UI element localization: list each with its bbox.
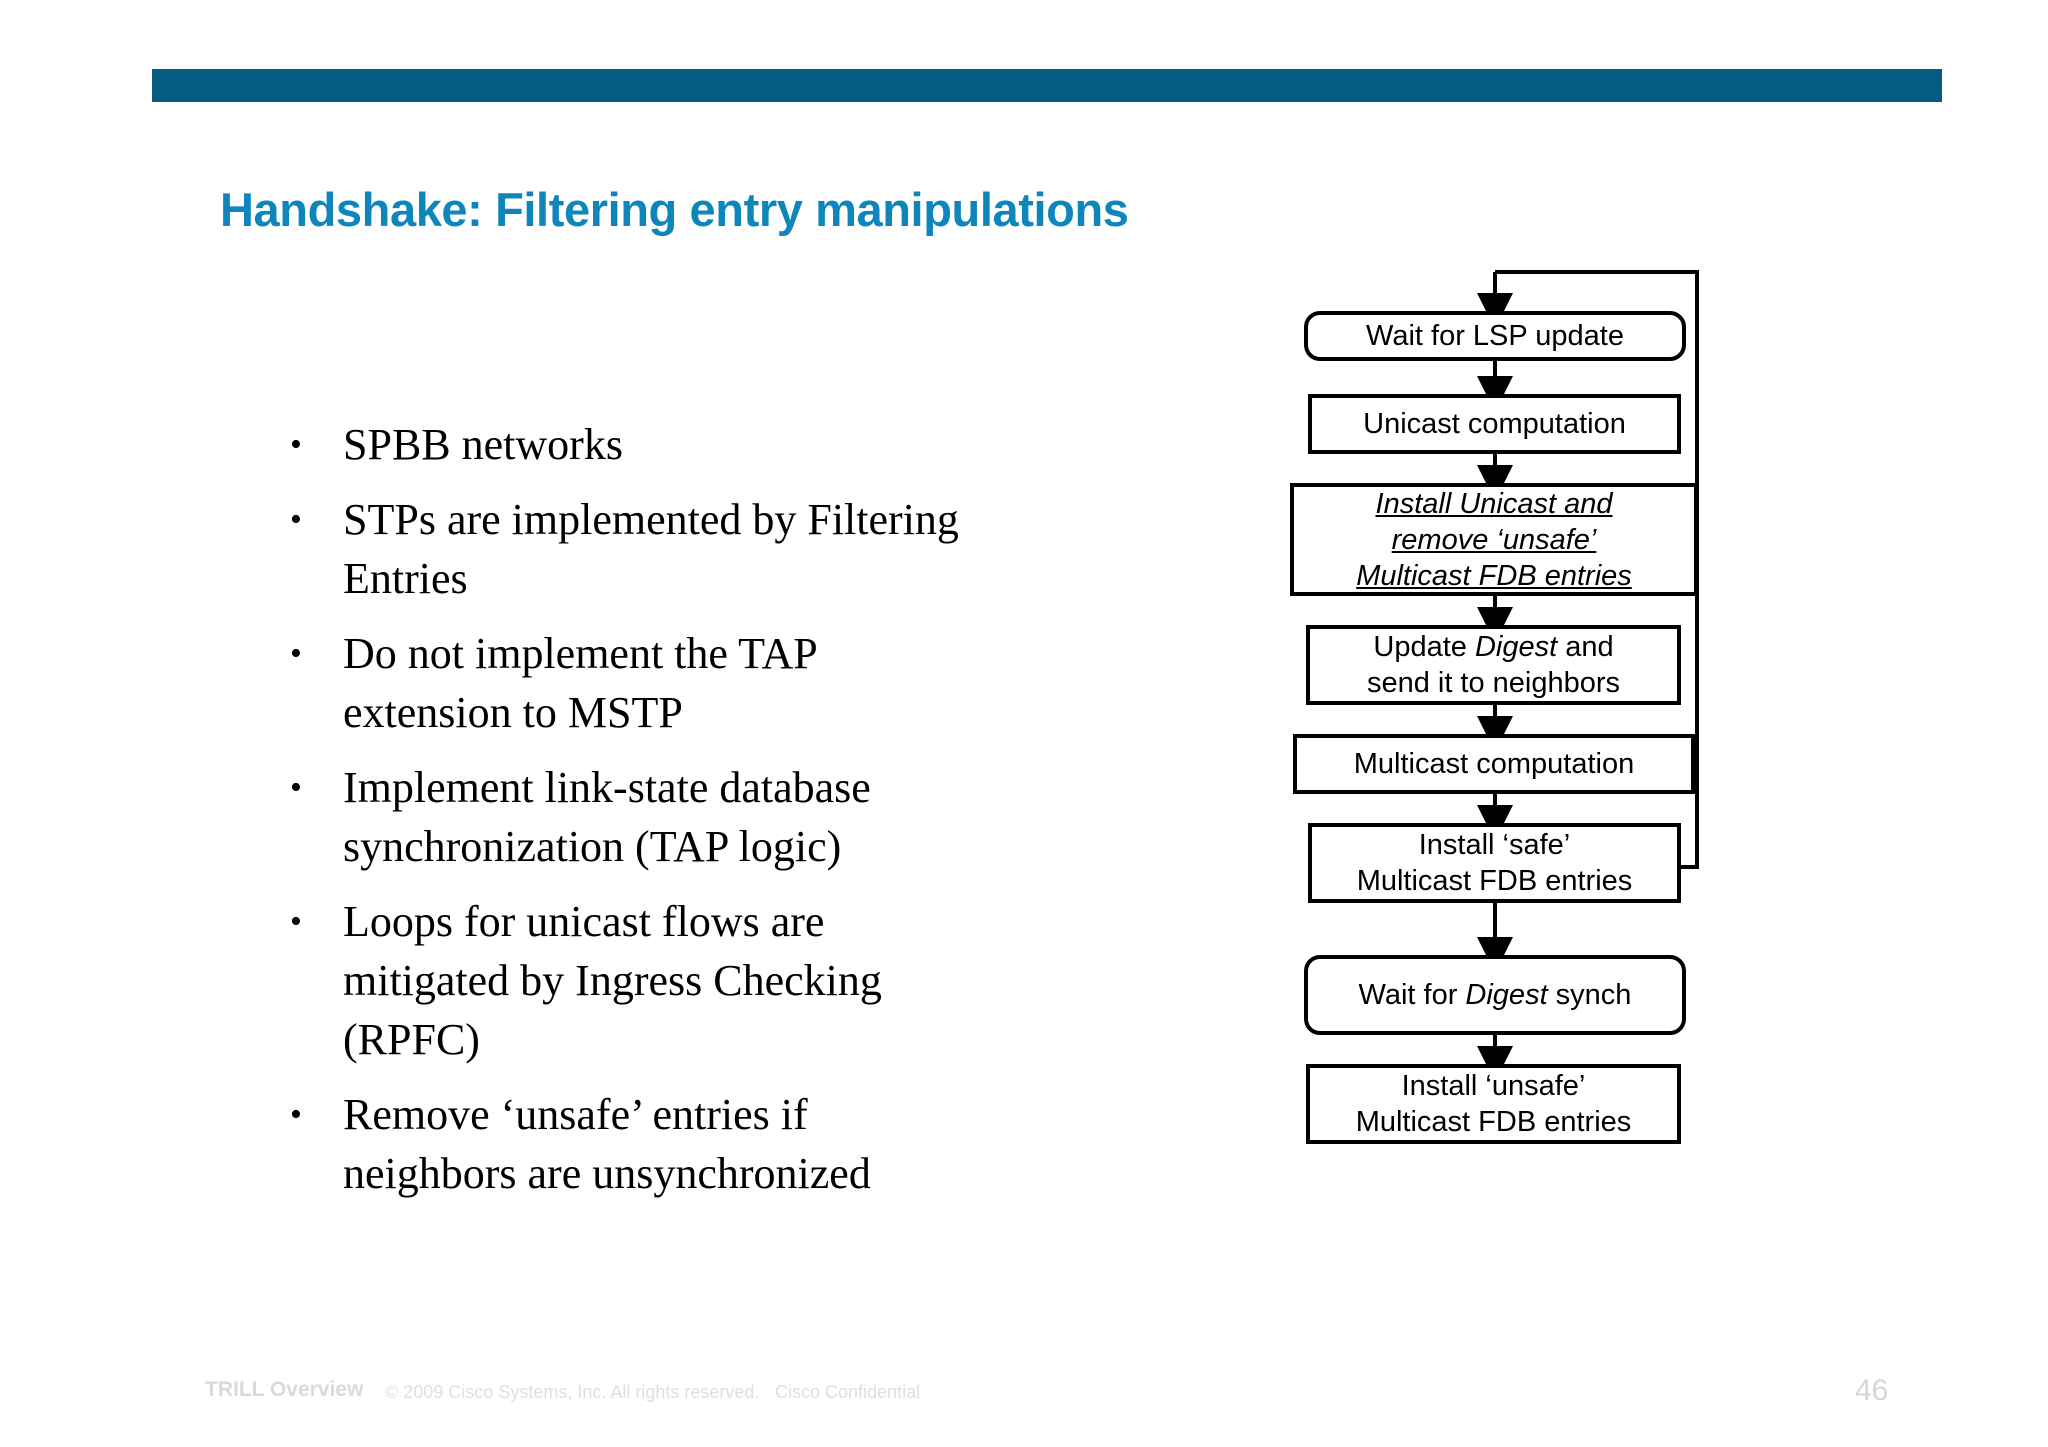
flow-node-label-text: Update — [1373, 631, 1475, 663]
list-item-label: Do not implement the TAP extension to MS… — [343, 629, 817, 737]
bullet-point-icon: • — [290, 501, 302, 538]
footer-confidential-label: Cisco Confidential — [775, 1382, 921, 1402]
flow-node-label-line-2: remove ‘unsafe’ — [1391, 523, 1597, 556]
top-accent-bar — [152, 69, 1942, 102]
bullet-point-icon: • — [290, 903, 302, 940]
bullet-point-icon: • — [290, 426, 302, 463]
list-item: • Loops for unicast flows are mitigated … — [272, 892, 972, 1069]
flow-node-label-line-1: Wait for Digest synch — [1359, 977, 1632, 1013]
flow-node-label-line-1: Update Digest and — [1373, 629, 1613, 665]
flow-node-label: Unicast computation — [1363, 408, 1626, 440]
flow-node-wait-digest-synch[interactable]: Wait for Digest synch — [1304, 955, 1686, 1035]
list-item: • Implement link-state database synchron… — [272, 758, 972, 876]
bullet-point-icon: • — [290, 1096, 302, 1133]
flow-node-label-line-1: Install ‘safe’ — [1418, 829, 1571, 861]
footer-brand-label: TRILL Overview — [205, 1378, 364, 1401]
flow-node-label: Wait for LSP update — [1366, 320, 1624, 352]
footer-copyright-label: © 2009 Cisco Systems, Inc. All rights re… — [385, 1382, 760, 1402]
flowchart-diagram: Wait for LSP update Unicast computation … — [1290, 255, 1730, 1235]
page-title: Handshake: Filtering entry manipulations — [220, 183, 1129, 236]
flow-node-label-line-3: Multicast FDB entries — [1356, 559, 1632, 592]
flow-node-label-line-1: Install ‘unsafe’ — [1401, 1070, 1586, 1102]
flow-node-label-line-1: Install Unicast and — [1375, 487, 1613, 520]
flow-node-label-text-2: and — [1557, 631, 1614, 663]
list-item-label: STPs are implemented by Filtering Entrie… — [343, 495, 959, 603]
list-item: • Remove ‘unsafe’ entries if neighbors a… — [272, 1085, 972, 1203]
bullet-point-icon: • — [290, 769, 302, 806]
flow-node-label-text: Wait for — [1358, 979, 1466, 1011]
list-item-label: Remove ‘unsafe’ entries if neighbors are… — [343, 1090, 871, 1198]
flow-node-label-emphasis: Digest — [1465, 979, 1548, 1011]
bullet-list: • SPBB networks • STPs are implemented b… — [272, 415, 972, 1219]
flow-node-install-unsafe-multicast[interactable]: Install ‘unsafe’ Multicast FDB entries — [1306, 1064, 1681, 1144]
page-number-label: 46 — [1855, 1374, 1889, 1407]
bullet-point-icon: • — [290, 635, 302, 672]
list-item-label: Implement link-state database synchroniz… — [343, 763, 871, 871]
slide-footer: TRILL Overview © 2009 Cisco Systems, Inc… — [0, 1374, 2048, 1418]
flow-node-label-line-2: send it to neighbors — [1366, 667, 1621, 699]
flow-node-label-line-2: Multicast FDB entries — [1355, 1106, 1632, 1138]
list-item-label: SPBB networks — [343, 420, 623, 469]
flow-node-install-safe-multicast[interactable]: Install ‘safe’ Multicast FDB entries — [1308, 823, 1681, 903]
flow-node-label-text-2: synch — [1547, 979, 1632, 1011]
list-item: • SPBB networks — [272, 415, 972, 474]
flow-node-label-line-2: Multicast FDB entries — [1356, 865, 1633, 897]
list-item-label: Loops for unicast flows are mitigated by… — [343, 897, 882, 1064]
list-item: • STPs are implemented by Filtering Entr… — [272, 490, 972, 608]
flow-node-label-emphasis: Digest — [1474, 631, 1558, 663]
flow-node-unicast-computation[interactable]: Unicast computation — [1308, 394, 1681, 454]
flow-node-multicast-computation[interactable]: Multicast computation — [1293, 734, 1695, 794]
flow-node-update-digest[interactable]: Update Digest and send it to neighbors — [1306, 625, 1681, 705]
flow-node-label: Multicast computation — [1353, 748, 1635, 780]
flow-node-install-unicast-remove-unsafe[interactable]: Install Unicast and remove ‘unsafe’ Mult… — [1290, 483, 1698, 596]
flow-node-wait-lsp-update[interactable]: Wait for LSP update — [1304, 311, 1686, 361]
list-item: • Do not implement the TAP extension to … — [272, 624, 972, 742]
